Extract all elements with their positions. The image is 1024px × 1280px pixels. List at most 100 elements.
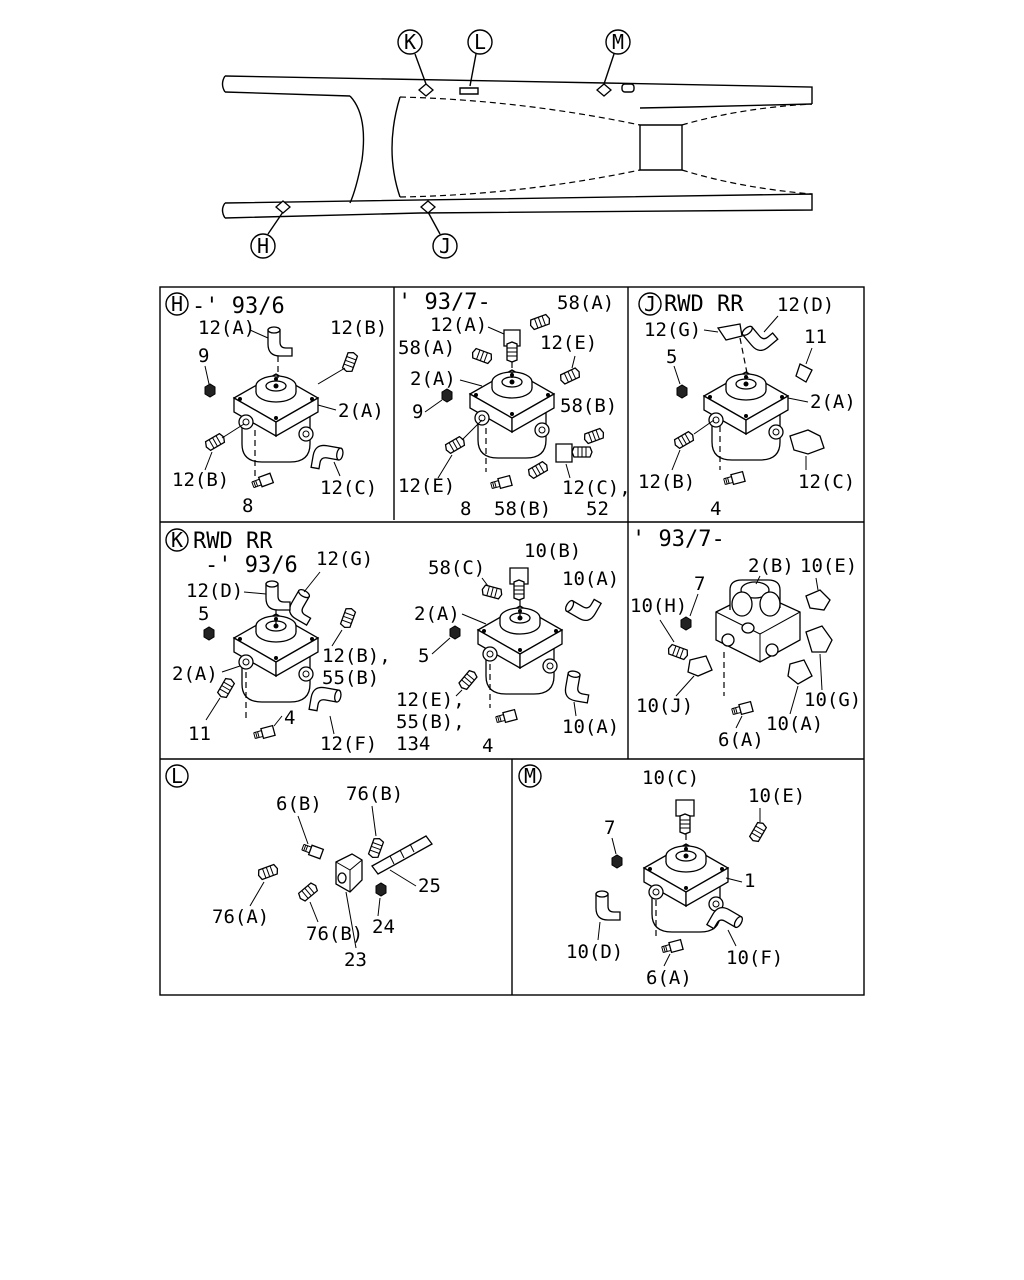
frame-callout-l[interactable]: L [467,29,493,87]
bolt-6b[interactable]: 6(B) [276,793,324,860]
plug-58a[interactable]: 58(A) [528,292,614,331]
svg-text:K: K [404,30,416,54]
tee-12a[interactable]: 12(A) [430,314,521,382]
hose-25[interactable]: 25 [371,835,441,897]
nut-5[interactable]: 5 [666,346,688,399]
svg-text:12(C): 12(C) [798,471,855,493]
bolt-4-k2[interactable]: 4 [482,664,518,757]
svg-text:134: 134 [396,733,430,755]
fitting-12b-top[interactable]: 12(B) [317,317,387,385]
block-23[interactable] [335,853,363,893]
fitting-76a[interactable]: 76(A) [212,863,280,928]
nut-9[interactable]: 9 [198,345,216,398]
fitting-12g-k[interactable]: 12(G) [285,548,373,626]
svg-text:12(A): 12(A) [430,314,487,336]
label-23: 23 [344,891,367,971]
fitting-10e[interactable]: 10(E) [800,555,857,611]
frame-callout-k[interactable]: K [397,29,434,97]
tee-10c[interactable]: 10(C) [642,767,699,852]
svg-text:58(A): 58(A) [557,292,614,314]
svg-text:5: 5 [666,346,677,368]
fitting-12a[interactable]: 12(A) [198,317,293,378]
label-1: 1 [725,870,755,892]
fitting-10g[interactable]: 10(G) [804,625,861,711]
label-2a-k: 2(A) [172,663,241,685]
bolt-8-h2[interactable]: 8 [460,428,513,520]
bolt-4[interactable]: 4 [710,426,746,520]
fitting-10h[interactable]: 10(H) [630,595,690,661]
fitting-12d-k[interactable]: 12(D) [186,580,291,626]
svg-text:10(A): 10(A) [562,568,619,590]
nut-9-h2[interactable]: 9 [412,388,453,423]
svg-text:10(E): 10(E) [748,785,805,807]
svg-text:10(E): 10(E) [800,555,857,577]
label-2a-h2: 2(A) [410,368,483,390]
nut-7-m[interactable]: 7 [604,817,623,869]
fitting-10j[interactable]: 10(J) [636,655,713,717]
tee-10b[interactable]: 10(B) [509,540,581,616]
panel-k: K RWD RR -' 93/6 12(G) 12(D) 5 12(B), 55… [165,528,391,755]
fitting-10d[interactable]: 10(D) [566,890,623,963]
frame-callout-h[interactable]: H [250,200,291,259]
fitting-10a-top[interactable]: 10(A) [562,568,619,625]
svg-text:76(B): 76(B) [306,923,363,945]
fitting-76b-top[interactable]: 76(B) [346,783,403,860]
frame-callout-j[interactable]: J [420,200,458,259]
fitting-76b-bottom[interactable]: 76(B) [296,881,363,945]
fitting-12d[interactable]: 12(D) [740,294,834,356]
svg-text:12(E),: 12(E), [396,689,465,711]
nut-5-k2[interactable]: 5 [418,625,461,667]
svg-text:1: 1 [744,870,755,892]
fitting-12e-k2[interactable]: 12(E), 55(B), 134 [396,668,479,755]
plug-58b-bottom[interactable]: 58(B) [494,460,551,520]
fitting-10e-m[interactable]: 10(E) [748,785,805,844]
nut-7[interactable]: 7 [680,573,705,631]
bolt-6a-m[interactable]: 6(A) [646,900,692,989]
fitting-12b-bottom[interactable]: 12(B) [172,423,245,491]
fitting-10f[interactable]: 10(F) [706,903,783,969]
nut-24[interactable]: 24 [372,882,395,938]
plug-58a-left[interactable]: 58(A) [398,337,494,365]
bolt-4-k[interactable]: 4 [245,672,295,742]
plug-58c[interactable]: 58(C) [428,557,504,601]
fitting-10a-bottom[interactable]: 10(A) [562,669,619,738]
svg-text:10(C): 10(C) [642,767,699,789]
svg-text:12(A): 12(A) [198,317,255,339]
svg-text:2(A): 2(A) [414,603,460,625]
svg-text:58(B): 58(B) [494,498,551,520]
svg-text:8: 8 [460,498,471,520]
svg-text:12(B): 12(B) [172,469,229,491]
svg-text:55(B),: 55(B), [396,711,465,733]
svg-text:' 93/7-: ' 93/7- [632,527,725,552]
fitting-12c-j[interactable]: 12(C) [789,429,855,493]
tee-12c[interactable]: 12(C), [555,443,631,499]
plug-11-k[interactable]: 11 [188,676,236,745]
fitting-12g[interactable]: 12(G) [644,319,749,379]
fitting-12f[interactable]: 12(F) [308,685,377,755]
svg-text:9: 9 [198,345,209,367]
fitting-12e-bottom[interactable]: 12(E) [398,419,483,497]
frame-callout-m[interactable]: M [596,29,631,97]
svg-text:23: 23 [344,949,367,971]
bolt-8[interactable]: 8 [242,430,274,517]
valve-2b[interactable] [715,579,801,663]
svg-text:12(B): 12(B) [638,471,695,493]
svg-text:12(G): 12(G) [316,548,373,570]
svg-text:4: 4 [710,498,721,520]
label-2a-j: 2(A) [787,391,856,413]
svg-text:2(A): 2(A) [410,368,456,390]
bolt-6a[interactable]: 6(A) [718,652,764,751]
plug-11[interactable]: 11 [795,326,827,383]
fitting-12e-right[interactable]: 12(E) [540,332,597,386]
svg-text:10(H): 10(H) [630,595,687,617]
fitting-12b-j[interactable]: 12(B) [638,419,715,493]
panel-k2: 10(B) 58(C) 10(A) 2(A) 5 12(E), 55(B), 1… [396,540,619,757]
plug-58b-right[interactable]: 58(B) [560,395,617,445]
fitting-10a-k3[interactable]: 10(A) [766,659,823,735]
fitting-12b-k[interactable]: 12(B), 55(B) [322,606,391,689]
fitting-12c[interactable]: 12(C) [310,443,377,499]
svg-text:11: 11 [188,723,211,745]
nut-5-k[interactable]: 5 [198,603,215,641]
svg-text:6(B): 6(B) [276,793,322,815]
